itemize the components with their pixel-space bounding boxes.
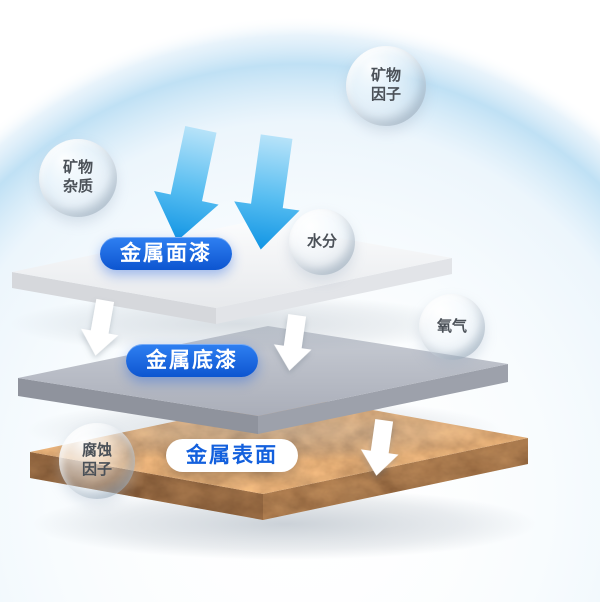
bubble-oxygen-line1: 氧气 [436,317,467,335]
white-down-arrow-icon [80,298,119,356]
layer-primer-slab [18,326,508,434]
white-down-arrow-icon [360,419,399,476]
layer-label-topcoat-pill: 金属面漆 [100,237,232,270]
bubble-corrosion-factor-line2: 因子 [81,461,112,478]
bubble-mineral-impurity-line1: 矿物 [62,159,93,177]
bubble-mineral-impurity: 矿物 杂质 [39,139,117,217]
blue-down-arrow-icon [154,126,219,241]
surface-slab-shadow [33,488,537,560]
bubble-oxygen: 氧气 [419,294,485,360]
blue-down-arrow-icon [234,134,300,250]
bubble-moisture-line1: 水分 [306,232,337,250]
bubble-mineral-impurity-line2: 杂质 [62,178,93,195]
bubble-corrosion-factor: 腐蚀 因子 [59,423,135,499]
bubble-corrosion-factor-line1: 腐蚀 [81,442,112,460]
bubble-mineral-factor-line2: 因子 [370,86,401,103]
layer-label-primer-pill: 金属底漆 [126,344,258,377]
bubble-moisture: 水分 [289,209,355,275]
bubble-mineral-factor-line1: 矿物 [370,67,401,85]
topcoat-slab-shadow [10,294,466,354]
bubble-mineral-factor: 矿物 因子 [346,46,426,126]
white-down-arrow-icon [273,314,312,371]
layer-label-surface-pill: 金属表面 [166,439,298,472]
